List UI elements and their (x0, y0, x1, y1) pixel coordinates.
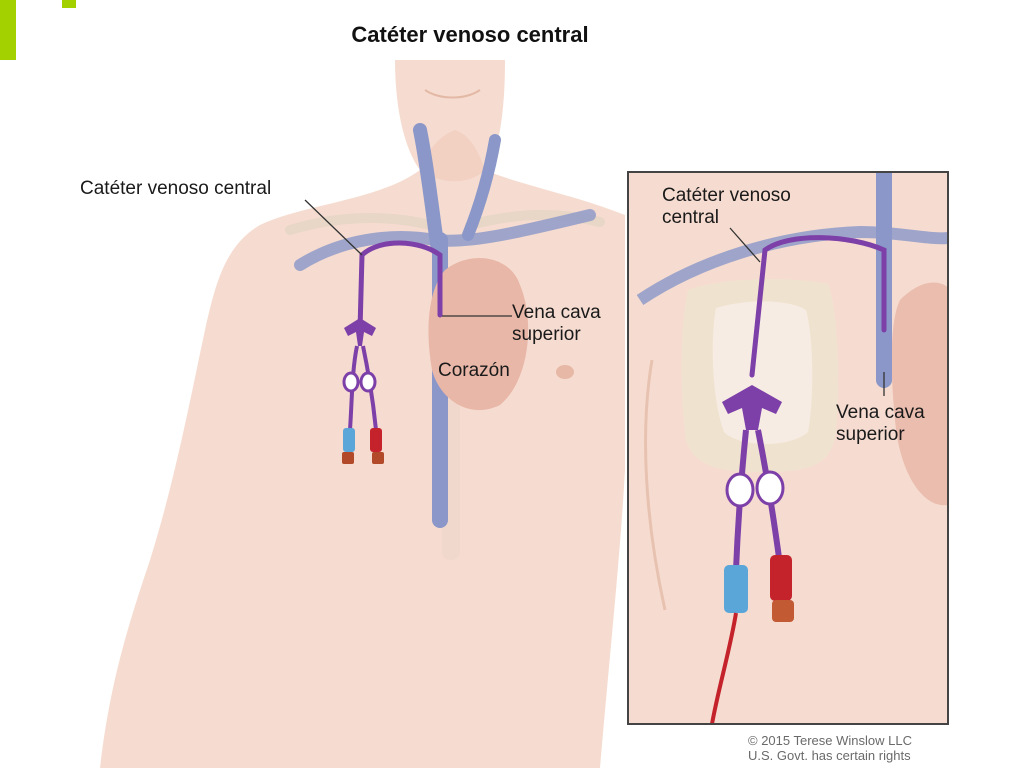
inset-connector-blue (724, 565, 748, 613)
label-inset-vena-cava-line2: superior (836, 424, 905, 445)
inset-frame (627, 171, 949, 725)
neck-shadow (420, 130, 485, 182)
label-main-catheter: Catéter venoso central (80, 178, 272, 199)
main-clamp-right (359, 371, 377, 393)
inset-cap-right (772, 600, 794, 622)
main-clamp-left (342, 371, 360, 393)
main-cap-right (372, 452, 384, 464)
leader-inset-catheter (729, 227, 761, 263)
main-catheter-tube (357, 240, 443, 333)
inset-clamp-left (725, 472, 755, 508)
copyright-line1: © 2015 Terese Winslow LLC (748, 733, 912, 748)
main-connector-red (370, 428, 382, 452)
accent-dot (62, 0, 76, 8)
accent-bar (0, 0, 16, 60)
page-title: Catéter venoso central (351, 22, 589, 47)
label-main-vena-cava-line1: Vena cava (512, 302, 601, 323)
leader-main-catheter (304, 199, 363, 256)
label-main-heart: Corazón (438, 360, 510, 381)
inset-catheter-hub (722, 385, 782, 430)
main-body-illustration (100, 60, 625, 768)
inset-dressing-window (712, 301, 813, 444)
label-inset-catheter-line2: central (662, 207, 720, 228)
label-inset-vena-cava-line1: Vena cava (836, 402, 925, 423)
label-inset-catheter: Catéter venoso central (662, 185, 791, 229)
inset-heart (891, 282, 948, 506)
inset-iv-line (710, 612, 738, 724)
right-jugular-vein (462, 134, 501, 241)
main-cap-left (342, 452, 354, 464)
left-clavicle (285, 213, 435, 235)
main-catheter-hub (344, 318, 376, 346)
heart (428, 258, 529, 411)
inset-subclavian (636, 225, 948, 305)
inset-arm-edge (644, 359, 667, 611)
label-inset-catheter-line1: Catéter venoso (662, 185, 791, 206)
label-main-vena-cava-line2: superior (512, 324, 581, 345)
copyright-line2: U.S. Govt. has certain rights (748, 748, 911, 763)
inset-catheter-tube (749, 235, 887, 378)
main-connector-blue (343, 428, 355, 452)
inset-illustration (627, 171, 949, 725)
copyright-credit: © 2015 Terese Winslow LLC U.S. Govt. has… (748, 733, 912, 763)
inset-clamp-right (755, 470, 785, 506)
nipple (556, 365, 574, 379)
torso (100, 60, 625, 768)
label-main-vena-cava: Vena cava superior (512, 302, 601, 346)
label-inset-vena-cava: Vena cava superior (836, 402, 925, 446)
inset-connector-red (770, 555, 792, 601)
chin (424, 89, 481, 99)
